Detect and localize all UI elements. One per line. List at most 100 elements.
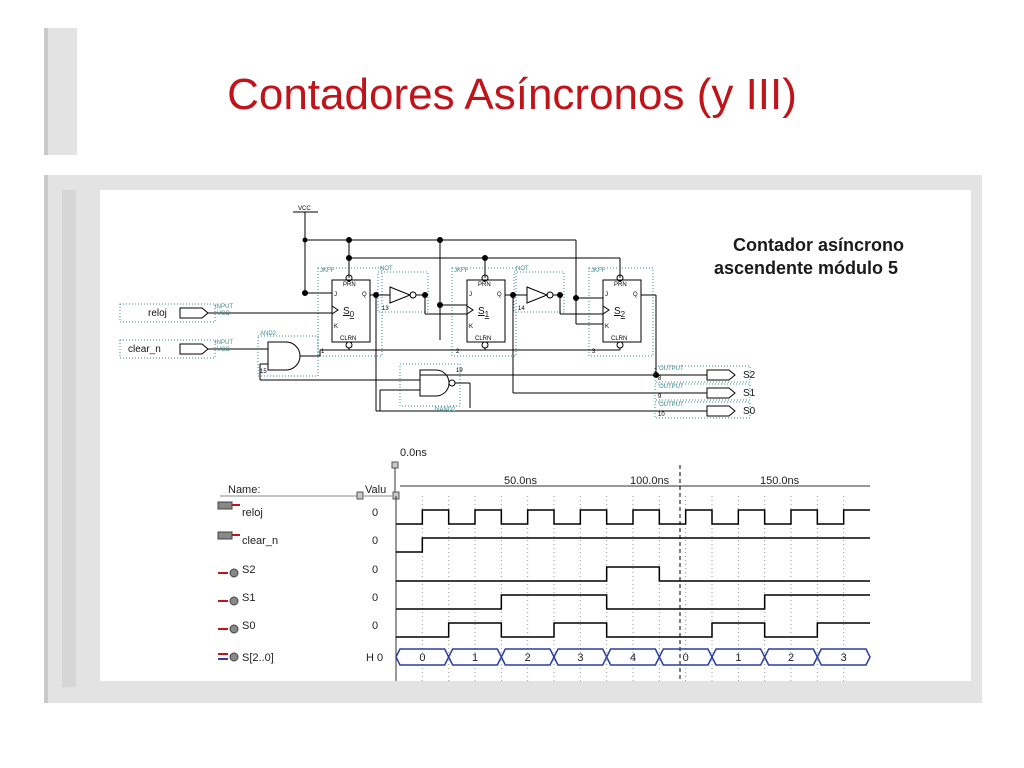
input-reloj-tag: INPUT (215, 304, 233, 310)
caption-line-1: Contador asíncrono (733, 235, 904, 255)
ff0-label: S0 (343, 306, 355, 319)
time-cursor-handle[interactable] (391, 461, 399, 469)
ff2-num: 3 (592, 349, 596, 355)
signal-value-s2: 0 (372, 564, 378, 576)
output-s1 (654, 383, 751, 401)
output-s2-label: S2 (743, 370, 756, 381)
bus-value: 0 (683, 652, 689, 664)
vcc-symbol (293, 211, 318, 240)
signal-row-reloj[interactable]: reloj 0 (217, 501, 378, 519)
bus-pin-icon (229, 652, 239, 662)
ff0-num: 1 (321, 349, 325, 355)
ff2-tag: JKFF (591, 268, 606, 274)
signal-row-s0[interactable]: S0 0 (218, 620, 378, 634)
bus-value: 0 (419, 652, 425, 664)
input-clear-n-tag: INPUT (215, 340, 233, 346)
slide-decoration-inner-line (62, 190, 76, 687)
value-header: Valu (365, 484, 386, 496)
input-reloj-sub: VCC (217, 311, 230, 317)
figure-panel: VCC (100, 190, 971, 681)
signal-row-bus[interactable]: S[2..0] H 0 (218, 652, 383, 664)
signal-row-s2[interactable]: S2 0 (218, 564, 378, 578)
signal-value-s0: 0 (372, 620, 378, 632)
signal-name-bus: S[2..0] (242, 652, 274, 664)
slide-decoration-top (44, 28, 77, 155)
bus-value: 3 (841, 652, 847, 664)
signal-name-reloj: reloj (242, 507, 263, 519)
ff1-prn: PRN (478, 282, 491, 288)
figure-svg: VCC (119, 206, 904, 681)
ff0-prn: PRN (343, 282, 356, 288)
time-label-150: 150.0ns (760, 475, 800, 487)
time-start-label: 0.0ns (400, 447, 427, 459)
wave-reloj (396, 509, 870, 525)
not-gate-2-tag: NOT (516, 266, 529, 272)
not-gate-2 (526, 286, 549, 304)
bus-value: 2 (525, 652, 531, 664)
bus-value: 2 (788, 652, 794, 664)
output-s0 (654, 401, 751, 419)
ff1-q: Q (497, 292, 502, 298)
vcc-label: VCC (298, 206, 311, 212)
ff0-k: K (334, 324, 338, 330)
nand-gate-tag: NAND2 (435, 407, 456, 413)
signal-value-s1: 0 (372, 592, 378, 604)
ff2-prn: PRN (614, 282, 627, 288)
signal-name-s0: S0 (242, 620, 255, 632)
wave-clear-n (396, 537, 870, 553)
not-gate-1-tag: NOT (380, 266, 393, 272)
ff2-j: J (605, 292, 608, 298)
bus-segment (816, 648, 871, 666)
bus-value: 4 (630, 652, 636, 664)
bus-value: 3 (577, 652, 583, 664)
pin-9: 9 (658, 394, 662, 400)
slide-decoration-top-line (44, 28, 48, 155)
wave-s0 (396, 622, 870, 638)
bus-value: 1 (735, 652, 741, 664)
output-s2 (654, 365, 751, 383)
waveform-viewer: 0.0ns Name: Valu 50.0ns 100.0ns 150.0ns … (217, 447, 871, 681)
nand-gate (419, 369, 450, 397)
bus-value: 1 (472, 652, 478, 664)
signal-value-bus: H 0 (366, 652, 383, 664)
output-s1-label: S1 (743, 388, 756, 399)
waveforms: 0 1 2 3 4 0 1 2 3 (395, 509, 871, 666)
ff1-tag: JKFF (454, 268, 469, 274)
name-header: Name: (228, 484, 260, 496)
caption-line-2: ascendente módulo 5 (714, 258, 898, 278)
input-clear-n-sub: VCC (217, 347, 230, 353)
signal-name-s1: S1 (242, 592, 255, 604)
ff1-k: K (469, 324, 473, 330)
output-s2-tag: OUTPUT (659, 366, 684, 372)
output-s0-tag: OUTPUT (659, 402, 684, 408)
wave-s1 (396, 594, 870, 610)
output-s1-tag: OUTPUT (659, 384, 684, 390)
pin-8: 8 (658, 376, 662, 382)
wave-s2 (396, 566, 870, 582)
column-splitter-handle[interactable] (356, 491, 364, 500)
time-grid (421, 496, 845, 681)
and-gate-tag: AND2 (260, 331, 277, 337)
ff1-j: J (469, 292, 472, 298)
pin-10: 10 (658, 412, 665, 418)
ff1-num: 2 (456, 349, 460, 355)
signal-name-clear-n: clear_n (242, 535, 278, 547)
ff0-q: Q (362, 292, 367, 298)
time-label-50: 50.0ns (504, 475, 538, 487)
not-gate-1 (389, 286, 412, 304)
ff2-k: K (605, 324, 609, 330)
slide-title: Contadores Asíncronos (y III) (227, 70, 797, 119)
pin-13: 13 (382, 306, 389, 312)
ff0-tag: JKFF (320, 268, 335, 274)
time-label-100: 100.0ns (630, 475, 670, 487)
ff2-clrn: CLRN (611, 336, 627, 342)
pin-14: 14 (518, 306, 525, 312)
ff1-label: S1 (478, 306, 490, 319)
ff0-j: J (334, 292, 337, 298)
ff2-q: Q (633, 292, 638, 298)
ff0-clrn: CLRN (340, 336, 356, 342)
signal-row-s1[interactable]: S1 0 (218, 592, 378, 606)
signal-row-clear-n[interactable]: clear_n 0 (217, 531, 378, 547)
output-pin-icon (229, 624, 239, 634)
and-gate (267, 341, 301, 371)
